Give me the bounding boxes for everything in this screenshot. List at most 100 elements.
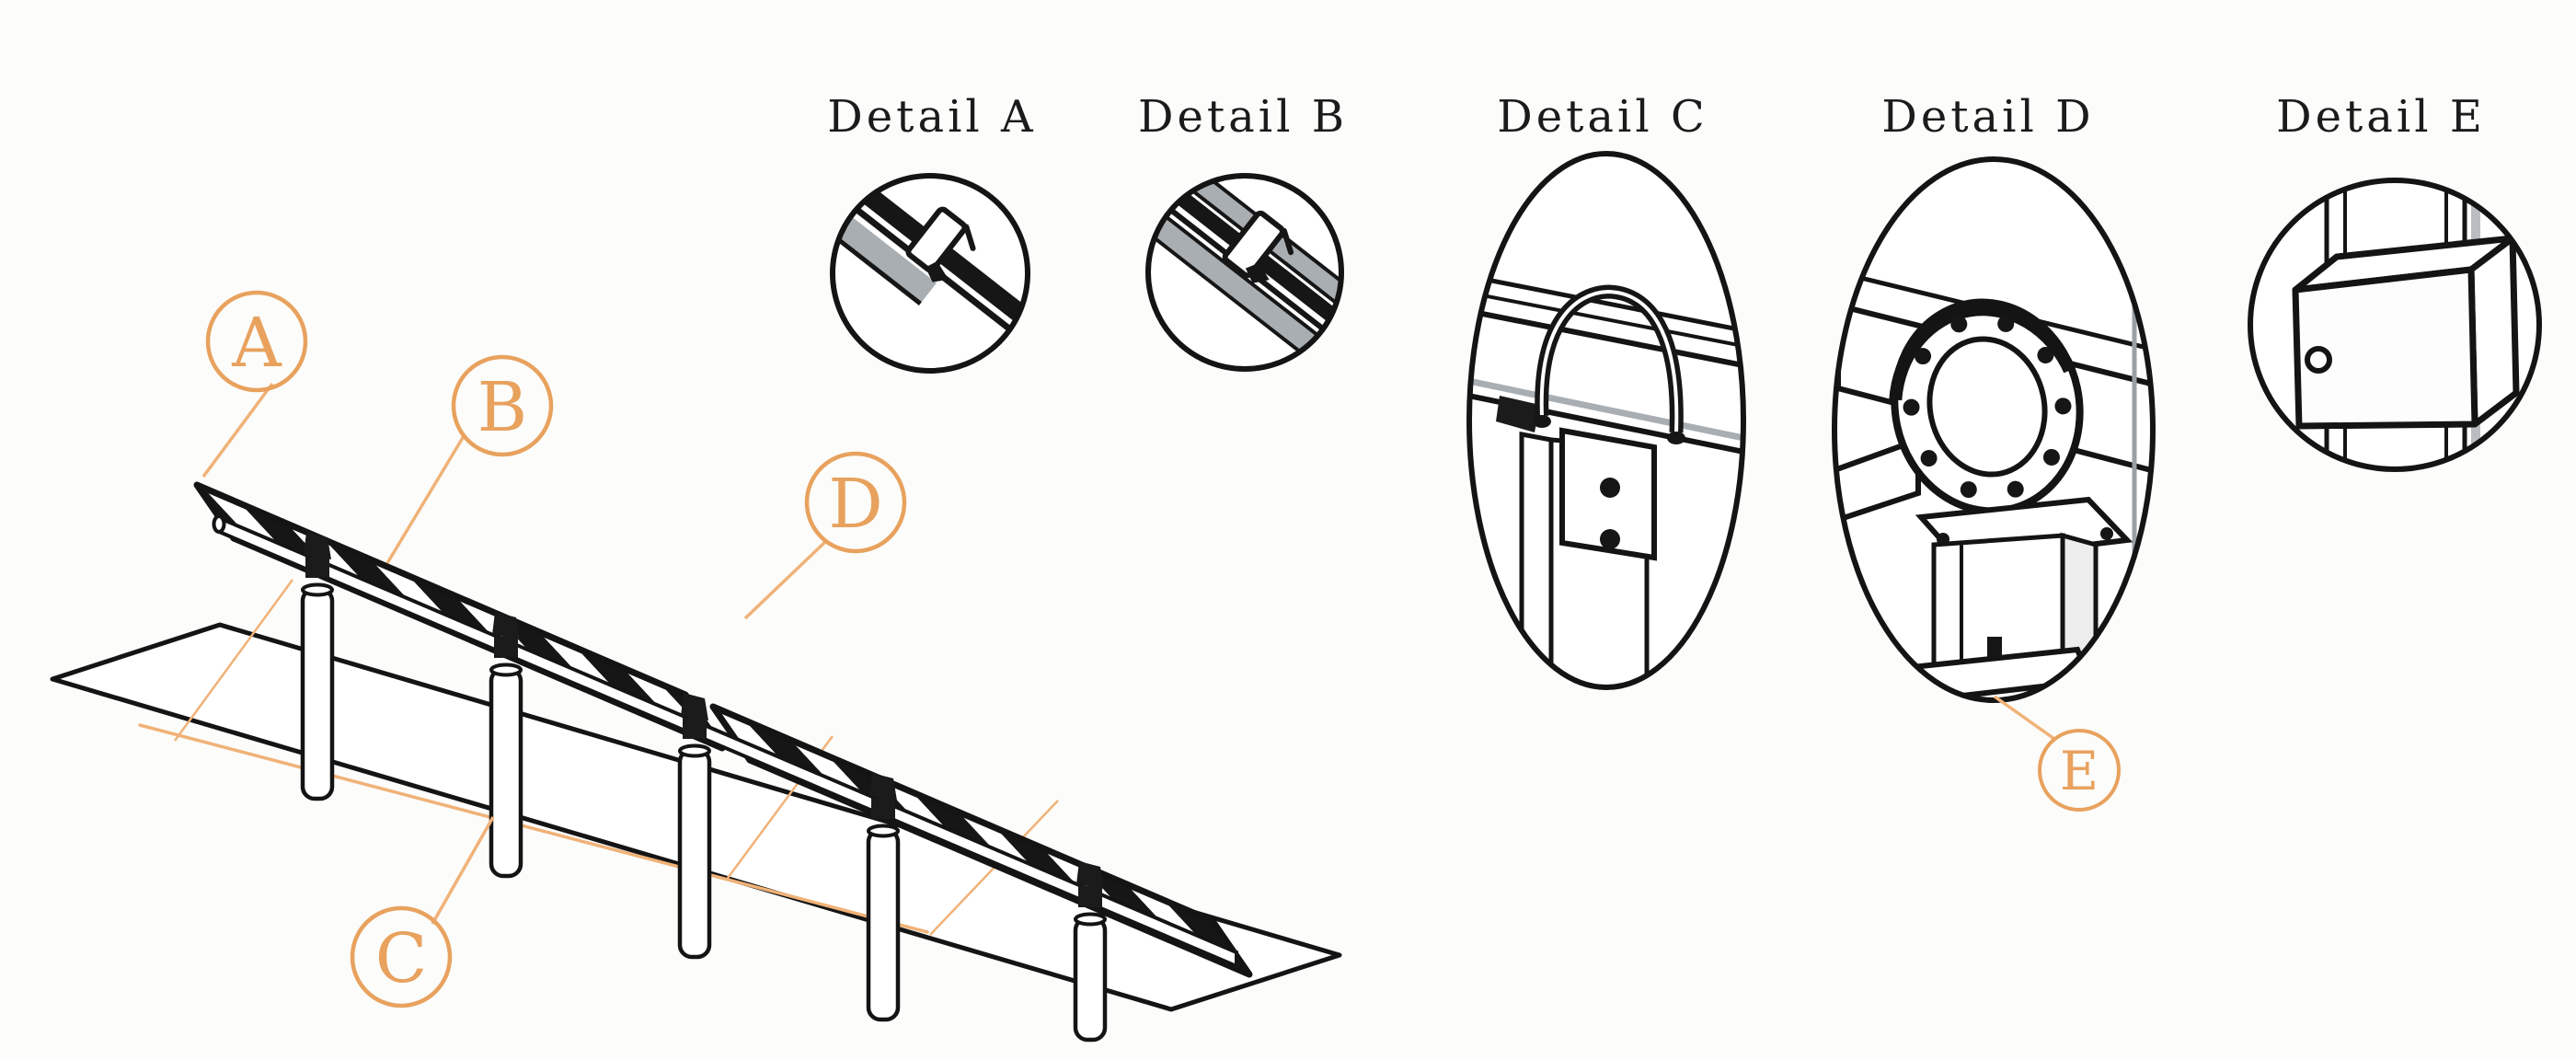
callout-d: D — [743, 451, 907, 620]
detail-d-ellipse — [1832, 156, 2156, 703]
detail-c-ellipse — [1466, 151, 1746, 690]
detail-b-circle — [1145, 173, 1344, 372]
post-slot — [1987, 637, 2002, 659]
detail-b-label: Detail B — [1138, 91, 1348, 143]
pier-post-4 — [866, 824, 901, 1022]
callout-c-circle — [350, 905, 453, 1008]
callout-c-letter: C — [375, 919, 428, 998]
control-box — [2292, 235, 2520, 430]
panel-side-edge — [833, 221, 922, 305]
callout-c: C — [350, 816, 495, 1008]
detail-c-view — [1466, 151, 1746, 690]
callout-a-letter: A — [231, 304, 282, 383]
post-cap-3 — [678, 743, 711, 758]
detail-c-content — [1469, 273, 1743, 687]
detail-e-circle — [2248, 178, 2542, 472]
detail-d-label: Detail D — [1881, 91, 2094, 143]
pier-post-5 — [1073, 912, 1108, 1043]
callout-d-leader — [743, 539, 828, 620]
panel-side-face — [833, 202, 937, 303]
callout-a-circle — [205, 290, 308, 393]
u-bolt-nut-1 — [1533, 415, 1551, 428]
u-bolt-nut-2 — [1667, 432, 1685, 444]
detail-a-view — [830, 173, 1030, 374]
bracket-bolt-1 — [1600, 478, 1620, 498]
detail-e-view — [2248, 178, 2542, 472]
post-body-2 — [489, 666, 523, 879]
pier-post-2 — [489, 662, 523, 879]
detail-a-circle — [830, 173, 1030, 374]
detail-a-label: Detail A — [827, 91, 1036, 143]
clamp-top-4 — [869, 773, 897, 801]
callout-e-circle — [2038, 729, 2121, 812]
clamp-top-3 — [681, 693, 708, 720]
bearing-rim-top — [1889, 303, 2076, 401]
clamp-strap-2 — [494, 637, 518, 658]
tube-clamps — [304, 532, 1104, 907]
clamp-top-1 — [304, 532, 331, 559]
callout-a: A — [201, 290, 308, 478]
clamp-top-2 — [492, 612, 520, 639]
callout-e-letter: E — [2060, 740, 2099, 802]
callout-e-leader — [1993, 695, 2056, 741]
box-front-face — [2292, 266, 2478, 430]
bearing-bolts — [1903, 315, 2072, 499]
support-posts — [300, 582, 1108, 1043]
end-clamp — [905, 206, 968, 273]
bearing-clamp-3 — [681, 693, 708, 739]
bracket-bolt-2 — [1600, 529, 1620, 549]
post-cap-5 — [1074, 912, 1107, 927]
callout-a-leader — [201, 382, 274, 478]
post-body-1 — [300, 586, 335, 801]
post-left-face — [1519, 431, 1554, 687]
torque-tube — [212, 513, 1238, 970]
tube-shading — [1469, 377, 1743, 443]
callout-b: B — [385, 354, 554, 564]
box-knob — [2305, 346, 2332, 374]
rail-line-upper — [1469, 273, 1743, 334]
callout-e: E — [1993, 695, 2121, 812]
post-body-4 — [866, 827, 901, 1022]
callout-b-letter: B — [477, 368, 527, 447]
clamp-strap-1 — [305, 557, 329, 578]
torque-tube-endcap — [212, 514, 226, 534]
clamp-strap-5 — [1078, 886, 1102, 907]
foundation-baseline — [138, 723, 929, 934]
post-cap-1 — [301, 582, 334, 597]
detail-e-content — [2292, 180, 2520, 469]
riser-line-1 — [173, 579, 294, 742]
post-body-3 — [677, 747, 712, 960]
detail-a-content — [833, 176, 1028, 346]
callout-d-circle — [804, 451, 907, 554]
rail-line-lower — [1469, 291, 1743, 349]
end-clamp-lip — [963, 224, 976, 251]
box-side-face — [2467, 235, 2520, 428]
callout-c-leader — [431, 816, 495, 925]
mid-clamp — [1222, 210, 1285, 279]
bearing-inner-ring — [1926, 336, 2048, 478]
post-cap-2 — [489, 662, 523, 677]
detail-b-view — [1145, 173, 1344, 372]
slew-bearing — [1889, 298, 2084, 515]
bearing-clamp-2 — [492, 612, 520, 658]
clamp-strap-3 — [683, 718, 707, 739]
detail-b-content — [1148, 176, 1341, 369]
bearing-clamp-5 — [1076, 861, 1104, 907]
mid-clamp-bolt — [1245, 262, 1270, 283]
pier-post-1 — [300, 582, 335, 801]
callout-d-letter: D — [828, 465, 882, 544]
clamp-strap-4 — [871, 798, 895, 819]
bearing-clamp-4 — [869, 773, 897, 819]
callout-b-leader — [385, 435, 466, 564]
callout-b-circle — [451, 354, 554, 457]
plate-bolt-2 — [2100, 527, 2113, 540]
detail-c-label: Detail C — [1497, 91, 1708, 143]
bearing-clamp-1 — [304, 532, 331, 578]
pier-post-3 — [677, 743, 712, 960]
detail-e-label: Detail E — [2276, 91, 2486, 143]
end-clamp-bolt — [925, 260, 949, 282]
mid-clamp-lip — [1281, 227, 1294, 256]
